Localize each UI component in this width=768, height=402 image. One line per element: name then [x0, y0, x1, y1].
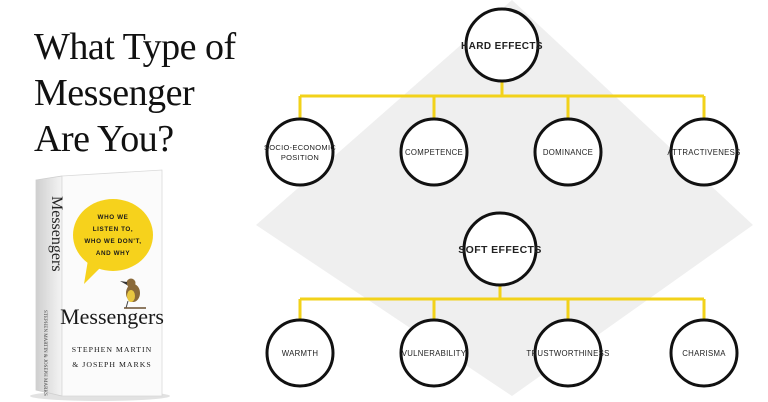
bubble-line-2: LISTEN TO, [93, 226, 134, 233]
hard-effect-node: COMPETENCE [399, 117, 469, 187]
soft-effect-node: CHARISMA [669, 318, 739, 388]
hard-effect-circle [265, 117, 335, 187]
spine-title: Messengers [48, 196, 65, 272]
soft-effect-circle [399, 318, 469, 388]
headline-line-1: What Type of [34, 26, 236, 68]
hard-effect-node: ATTRACTIVENESS [667, 117, 740, 187]
soft-effect-circle [533, 318, 603, 388]
bubble-line-3: WHO WE DON'T, [84, 238, 141, 245]
soft-effect-circle [265, 318, 335, 388]
bubble-line-1: WHO WE [98, 214, 129, 221]
headline-line-3: Are You? [34, 118, 174, 160]
hard-effect-label: POSITION [281, 153, 319, 162]
bubble-line-4: AND WHY [96, 250, 130, 257]
hard-effect-label: SOCIO-ECONOMIC [264, 143, 336, 152]
hard-effect-circle [399, 117, 469, 187]
soft-effect-node: WARMTH [265, 318, 335, 388]
hard-effect-circle [533, 117, 603, 187]
speech-bubble [73, 199, 153, 271]
hard-effect-label: ATTRACTIVENESS [667, 148, 740, 157]
cover-author-2: & JOSEPH MARKS [72, 360, 151, 369]
bird-icon [120, 278, 146, 309]
soft-effects-title: SOFT EFFECTS [458, 244, 542, 256]
connector-lines [298, 81, 706, 320]
headline-line-2: Messenger [34, 72, 195, 114]
soft-effect-circle [669, 318, 739, 388]
soft-effect-label: VULNERABILITY [402, 349, 467, 358]
diamond-backdrop [256, 0, 753, 396]
hard-effects-title: HARD EFFECTS [461, 41, 543, 52]
soft-effect-node: VULNERABILITY [399, 318, 469, 388]
hard-effect-label: DOMINANCE [543, 148, 593, 157]
hard-effects-node: HARD EFFECTS [461, 7, 543, 83]
cover-author-1: STEPHEN MARTIN [72, 345, 152, 354]
cover-title: Messengers [60, 304, 164, 329]
soft-effect-node: TRUSTWORTHINESS [526, 318, 609, 388]
soft-effect-label: CHARISMA [682, 349, 726, 358]
hard-effect-node: DOMINANCE [533, 117, 603, 187]
hard-effect-circle [669, 117, 739, 187]
headline: What Type of Messenger Are You? [34, 24, 284, 162]
soft-effects-node: SOFT EFFECTS [458, 211, 542, 287]
soft-effect-label: WARMTH [282, 349, 319, 358]
spine-authors: STEPHEN MARTIN & JOSEPH MARKS [42, 310, 47, 396]
soft-effect-label: TRUSTWORTHINESS [526, 349, 609, 358]
speech-bubble-tail [84, 260, 102, 284]
hard-effect-label: COMPETENCE [405, 148, 463, 157]
